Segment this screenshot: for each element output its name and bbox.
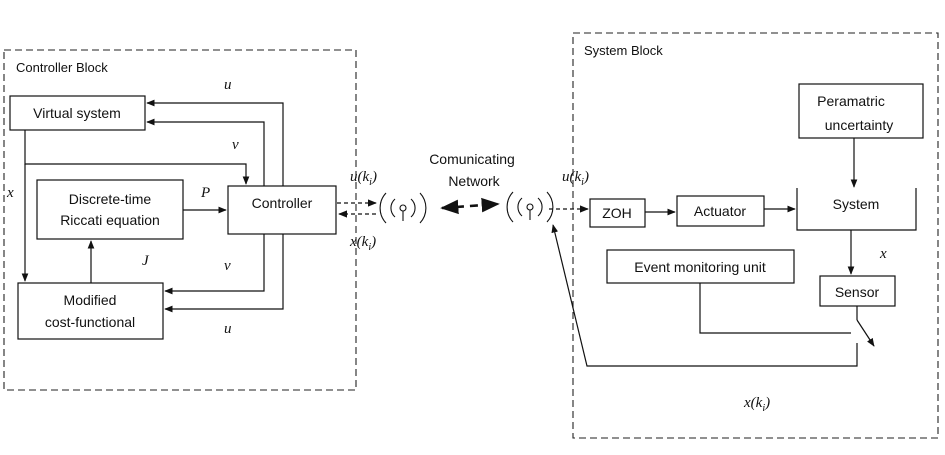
network-label-line2: Network — [448, 173, 500, 189]
controller-antenna-icon — [379, 192, 427, 224]
signal-v-top: v — [232, 137, 239, 153]
virtual-system-label: Virtual system — [33, 105, 121, 121]
v-feedback-to-virtual-system — [146, 118, 265, 186]
v-to-cost-functional — [164, 234, 265, 295]
controller-block-border — [3, 49, 357, 391]
actuator-block: Actuator — [676, 195, 765, 227]
u-to-cost-functional — [164, 234, 284, 313]
event-monitor-label: Event monitoring unit — [634, 259, 766, 275]
plant-antenna-icon — [506, 191, 554, 223]
signal-j: J — [142, 253, 150, 269]
network-link — [440, 197, 500, 215]
network-label-line1: Comunicating — [429, 151, 515, 167]
parametric-uncertainty-block: Peramatric uncertainty — [798, 83, 924, 139]
system-block-border — [572, 32, 939, 439]
zoh-block: ZOH — [589, 198, 646, 228]
controller-block-title: Controller Block — [16, 60, 108, 75]
cost-label-line1: Modified — [64, 292, 117, 308]
cost-label-line2: cost-functional — [45, 314, 135, 330]
system-label: System — [833, 196, 880, 212]
riccati-equation-block: Discrete-time Riccati equation — [36, 179, 184, 240]
system-block-title: System Block — [584, 43, 663, 58]
riccati-label-line2: Riccati equation — [60, 212, 160, 228]
modified-cost-functional-block: Modified cost-functional — [17, 282, 164, 340]
signal-p: P — [200, 185, 210, 201]
system-block: System — [796, 188, 917, 231]
sensor-label: Sensor — [835, 284, 880, 300]
event-monitoring-unit-block: Event monitoring unit — [606, 249, 795, 284]
sensor-block: Sensor — [819, 275, 896, 307]
event-monitor-trigger-line — [699, 283, 851, 334]
signal-u-ki-controller: u(ki) — [350, 169, 377, 188]
u-feedback-to-virtual-system — [146, 99, 284, 186]
actuator-label: Actuator — [694, 203, 746, 219]
controller-label: Controller — [252, 195, 313, 211]
signal-u-top: u — [224, 77, 232, 93]
event-trigger-switch — [856, 319, 875, 347]
uncertainty-label-line2: uncertainty — [825, 117, 893, 133]
signal-u-ki-plant: u(ki) — [562, 169, 589, 188]
signal-u-bottom: u — [224, 321, 232, 337]
signal-v-bottom: v — [224, 258, 231, 274]
signal-x-ki-plant: x(ki) — [743, 395, 770, 414]
signal-x-ki-controller: x(ki) — [349, 234, 376, 253]
signal-x-left: x — [6, 185, 14, 201]
virtual-state-to-controller — [24, 130, 250, 185]
zoh-label: ZOH — [602, 205, 632, 221]
virtual-system-block: Virtual system — [9, 95, 146, 131]
riccati-label-line1: Discrete-time — [69, 191, 152, 207]
signal-x-plant: x — [879, 246, 887, 262]
controller-block: Controller — [227, 185, 337, 235]
uncertainty-label-line1: Peramatric — [817, 93, 885, 109]
switch-output-line — [551, 224, 858, 367]
